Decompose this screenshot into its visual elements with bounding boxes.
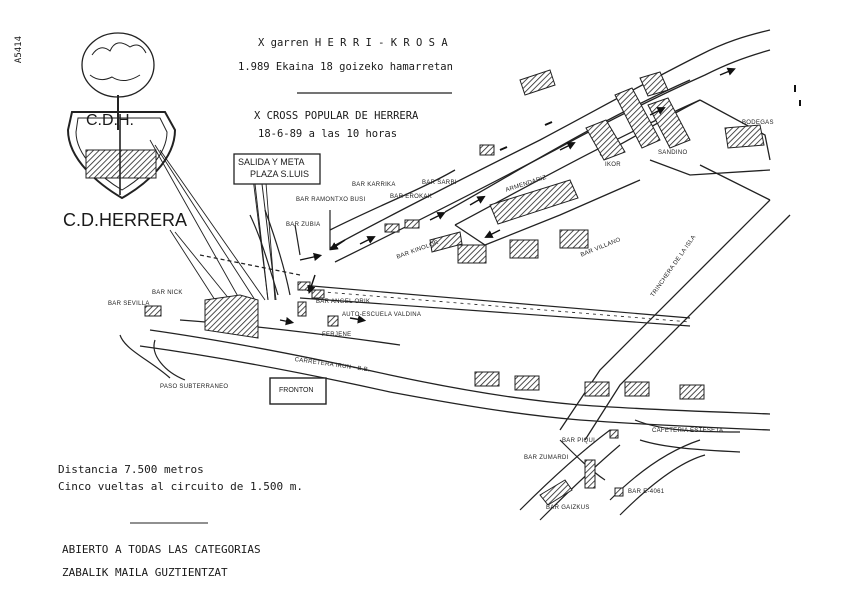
label-auto-escuela: AUTO-ESCUELA VALDINA [342,312,422,318]
label-ferjene: FERJENE [322,332,352,338]
label-bar-zubia: BAR ZUBIA [286,222,321,228]
pointer-lines [149,139,276,301]
label-bar-zumardi: BAR ZUMARDI [524,455,569,461]
label-bar-e4061: BAR E-4061 [628,489,665,495]
date-basque: 1.989 Ekaina 18 goizeko hamarretan [238,61,453,73]
label-paso-subterraneo: PASO SUBTERRANEO [160,384,229,390]
archive-code: A5414 [14,36,24,64]
main-carretera [139,319,771,431]
label-bar-ramontxo: BAR RAMONTXO BUSI [296,197,366,203]
start-sign [233,153,321,301]
fronton-box [269,377,327,405]
race-laps: Cinco vueltas al circuito de 1.500 m. [58,480,304,493]
open-categories-eu: ZABALIK MAILA GUZTIENTZAT [62,566,228,579]
title-spanish: X CROSS POPULAR DE HERRERA [254,110,419,122]
label-bar-sarbi: BAR SARBI [422,180,457,186]
label-bar-karrika: BAR KARRIKA [352,182,396,188]
club-logo [66,32,177,200]
label-cafeteria: CAFETERIA ESTESETA [652,428,724,434]
title-basque: X garren H E R R I - K R O S A [258,37,448,49]
buildings [144,69,765,506]
left-roads [119,209,331,381]
label-bar-gaizkus: BAR GAIZKUS [546,505,590,511]
road-marks [499,85,801,151]
start-sign-line2: PLAZA S.LUIS [250,169,310,179]
label-bar-angel-orik: BAR ANGEL ORIK [316,299,371,305]
route-arrows [279,67,736,326]
label-bar-nick: BAR NICK [152,290,183,296]
date-spanish: 18-6-89 a las 10 horas [258,128,398,140]
dashed-street [199,254,691,327]
label-bar-piqui: BAR PIQUI [562,438,596,444]
label-bar-erokak: BAR EROKAK [390,194,433,200]
label-sandino: SANDINO [658,150,688,156]
label-ikor: IKOR [605,162,621,168]
label-bodegas: BODEGAS [742,120,774,126]
club-name: C.D.HERRERA [63,210,188,230]
label-fronton: FRONTON [279,387,314,394]
race-distance: Distancia 7.500 metros [58,463,204,476]
diagonal-road [559,164,791,441]
start-sign-line1: SALIDA Y META [238,157,305,167]
club-logo-text: C.D.H. [86,112,134,129]
label-bar-sevilla: BAR SEVILLA [108,301,150,307]
open-categories-es: ABIERTO A TODAS LAS CATEGORIAS [62,543,261,556]
